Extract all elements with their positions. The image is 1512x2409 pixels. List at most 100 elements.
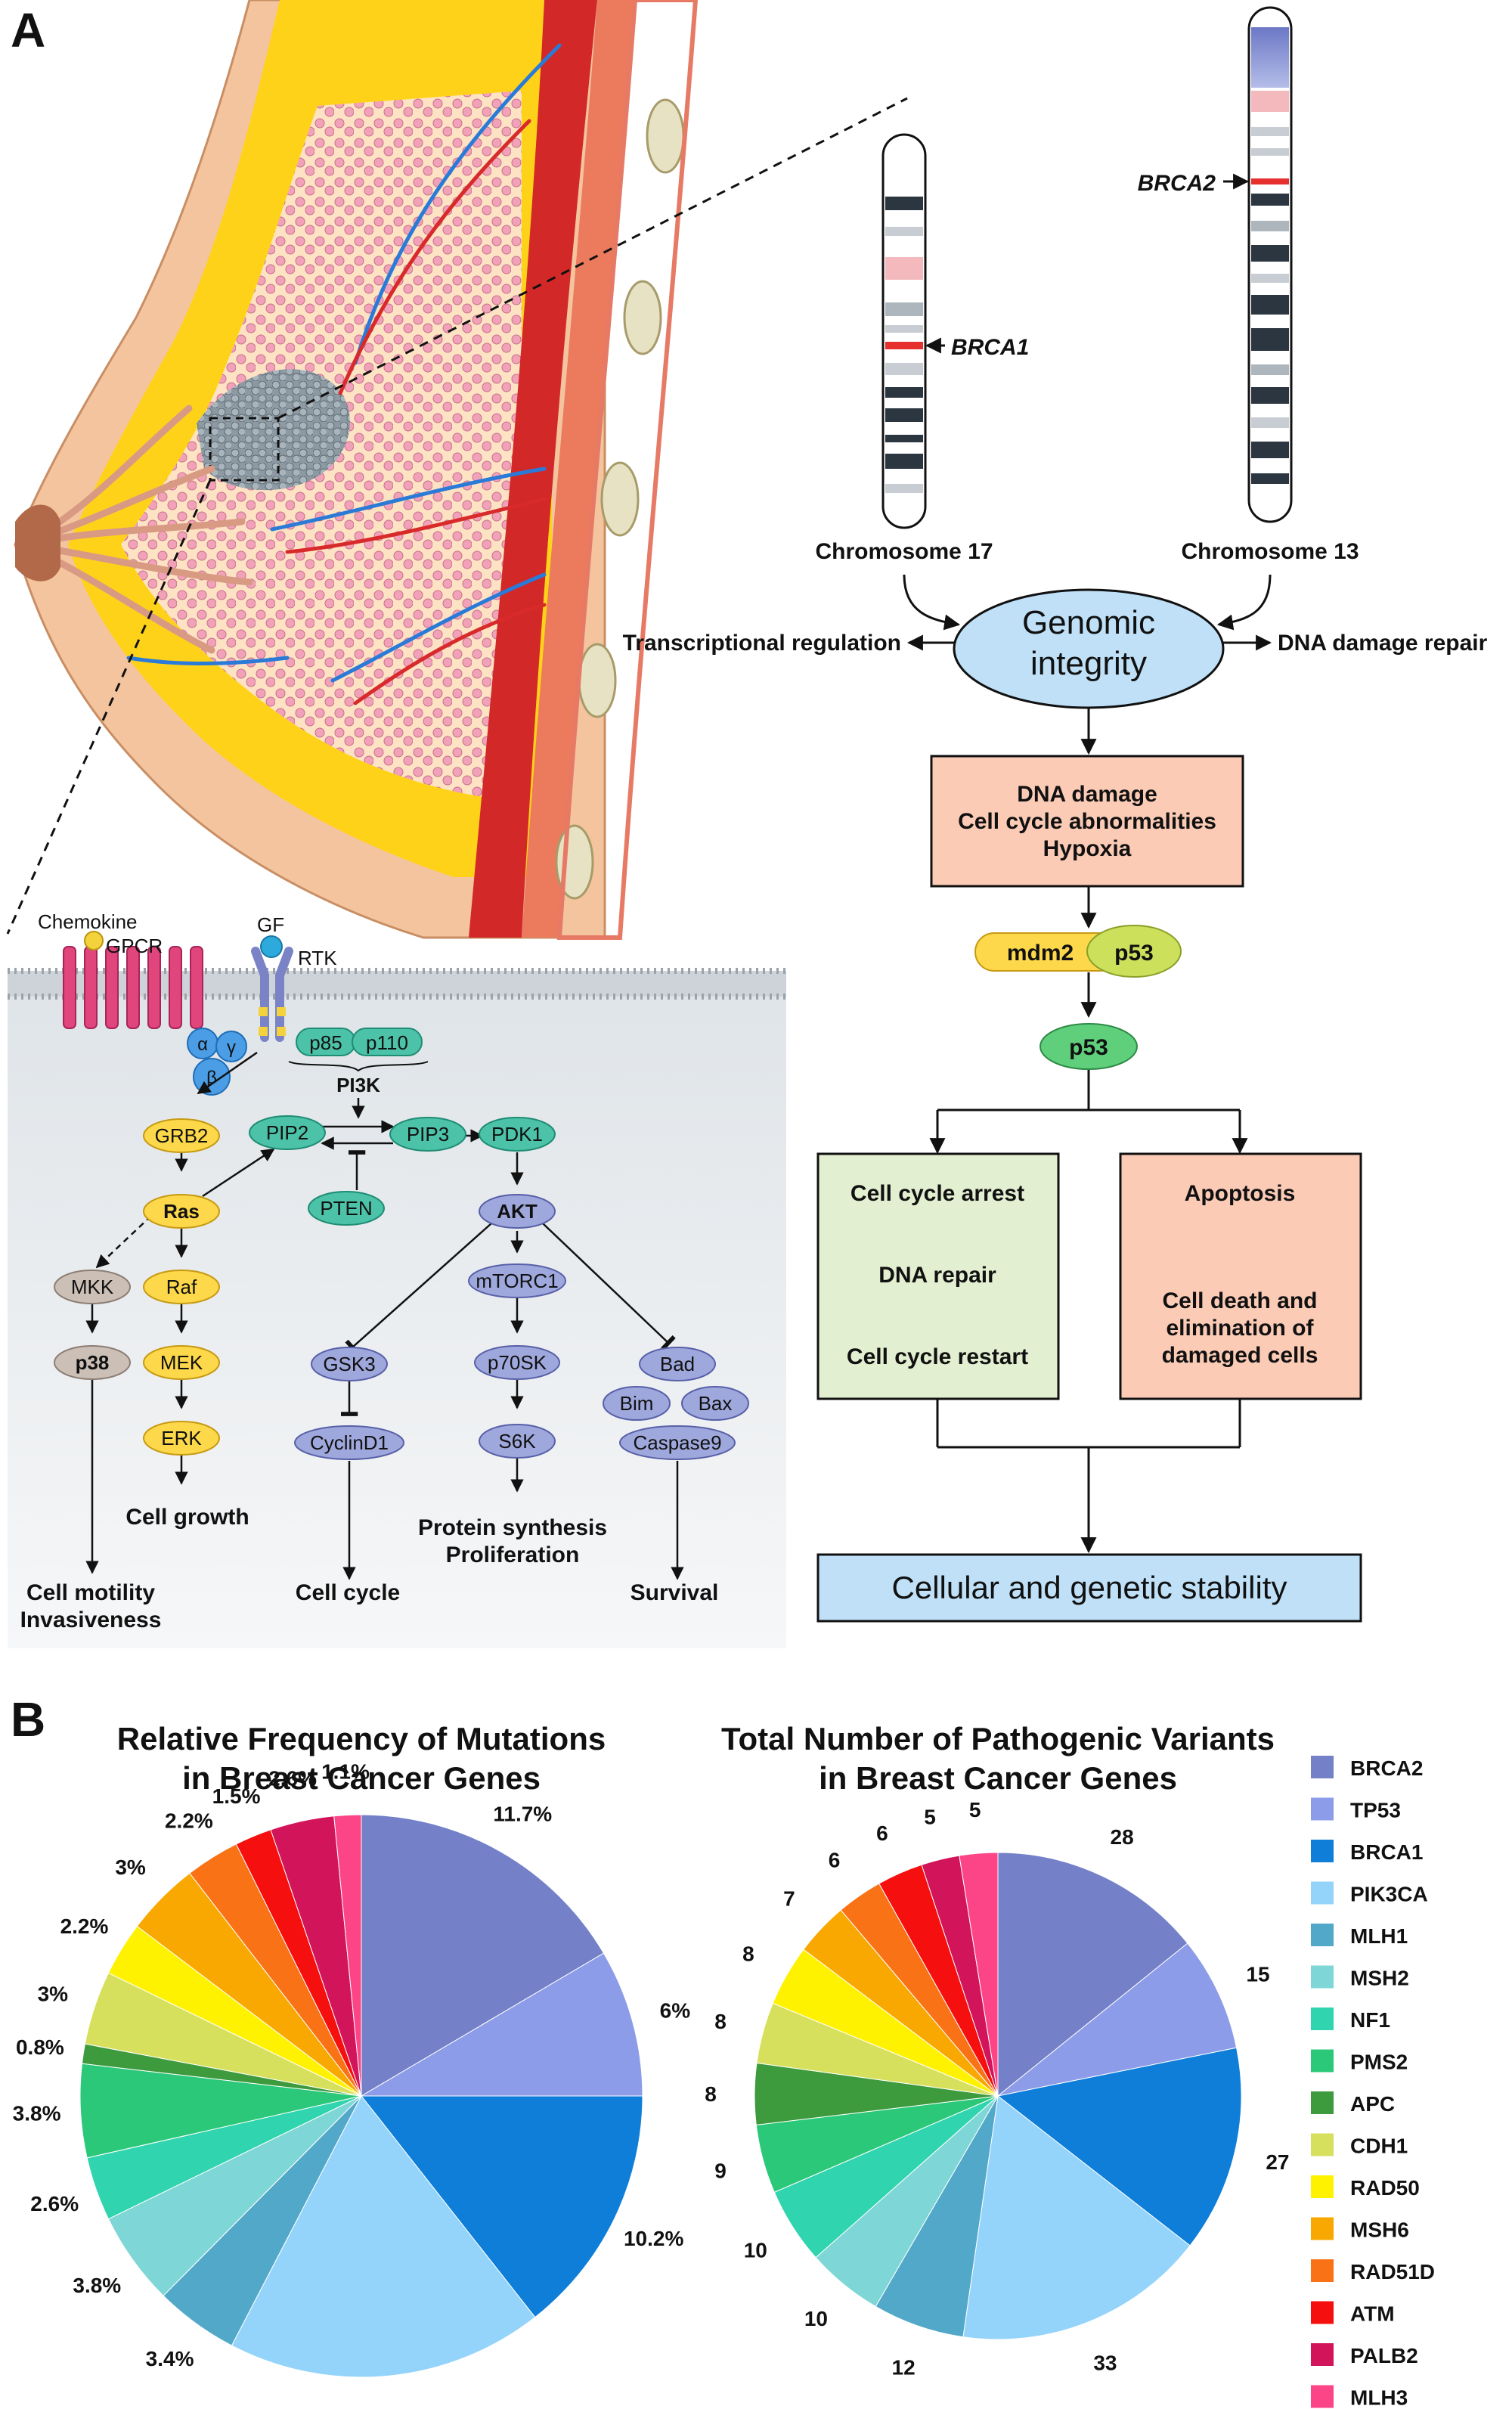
svg-text:p38: p38 bbox=[76, 1351, 110, 1374]
svg-text:p70SK: p70SK bbox=[488, 1351, 547, 1374]
pie-label-tp53: 15 bbox=[1246, 1962, 1269, 1986]
svg-text:α: α bbox=[197, 1034, 208, 1055]
pie1-title-line1: Relative Frequency of Mutations bbox=[117, 1721, 606, 1756]
node-mtorc1: mTORC1 bbox=[468, 1263, 566, 1298]
chemokine-label: Chemokine bbox=[38, 910, 138, 933]
pie-label-brca2: 11.7% bbox=[493, 1803, 552, 1826]
pie-slice-pik3ca bbox=[962, 2095, 1191, 2340]
pie-slice-mlh3 bbox=[959, 1852, 999, 2097]
pie-label-brca1: 27 bbox=[1266, 2150, 1289, 2174]
legend-swatch-rad50 bbox=[1311, 2175, 1334, 2198]
pie-label-mlh1: 3.4% bbox=[146, 2347, 194, 2370]
node-bim: Bim bbox=[603, 1386, 671, 1421]
pie-slice-tp53 bbox=[360, 1952, 643, 2097]
legend-label-cdh1: CDH1 bbox=[1350, 2135, 1408, 2158]
outcome-cell-motility: Cell motility bbox=[26, 1580, 155, 1605]
legend-swatch-apc bbox=[1311, 2091, 1334, 2114]
cellular-stress-box bbox=[930, 755, 1244, 888]
svg-text:MKK: MKK bbox=[71, 1276, 114, 1298]
chromosome-17 bbox=[881, 133, 927, 529]
svg-text:Bad: Bad bbox=[660, 1353, 695, 1375]
tumor bbox=[197, 369, 350, 491]
chemokine-ligand bbox=[84, 931, 104, 950]
legend-swatch-brca1 bbox=[1311, 1840, 1334, 1862]
legend-label-brca2: BRCA2 bbox=[1350, 1756, 1423, 1780]
pie-label-msh6: 7 bbox=[783, 1887, 795, 1911]
brca2-label: BRCA2 bbox=[1138, 171, 1216, 196]
pie-label-msh2: 3.8% bbox=[73, 2274, 121, 2297]
legend-label-nf1: NF1 bbox=[1350, 2008, 1390, 2032]
g-protein: α γ β bbox=[187, 1028, 247, 1096]
stability-label: Cellular and genetic stability bbox=[892, 1570, 1287, 1605]
node-pdk1: PDK1 bbox=[479, 1117, 556, 1152]
legend-swatch-brca2 bbox=[1311, 1756, 1334, 1778]
stress-line2: Cell cycle abnormalities bbox=[958, 809, 1216, 834]
pie-label-cdh1: 8 bbox=[714, 2010, 727, 2033]
chr13-label: Chromosome 13 bbox=[1181, 539, 1359, 564]
breast-illustration bbox=[14, 0, 699, 940]
genomic-integrity-line1: Genomic bbox=[1022, 604, 1155, 641]
pie-label-rad51d: 2.2% bbox=[165, 1809, 213, 1832]
pie-slice-brca1 bbox=[360, 2095, 643, 2318]
legend-label-pms2: PMS2 bbox=[1350, 2051, 1408, 2074]
legend-swatch-msh6 bbox=[1311, 2217, 1334, 2240]
p53-node: p53 bbox=[1040, 1023, 1138, 1070]
svg-text:PIP3: PIP3 bbox=[407, 1123, 449, 1146]
pie2-title-line1: Total Number of Pathogenic Variants bbox=[721, 1721, 1275, 1756]
pie-slice-mlh1 bbox=[875, 2095, 999, 2338]
pie-label-pik3ca: 12.9% bbox=[361, 2408, 421, 2409]
svg-text:PTEN: PTEN bbox=[320, 1197, 372, 1220]
rtk-label: RTK bbox=[298, 947, 337, 969]
pie-label-msh6: 3% bbox=[115, 1856, 146, 1879]
pie-label-atm: 6 bbox=[876, 1821, 888, 1845]
legend-swatch-mlh1 bbox=[1311, 1924, 1334, 1946]
svg-text:PI3K: PI3K bbox=[336, 1074, 380, 1096]
cell-membrane bbox=[8, 968, 786, 1000]
brca1-label: BRCA1 bbox=[951, 335, 1029, 360]
pie1-title-line2: in Breast Cancer Genes bbox=[182, 1760, 541, 1796]
legend-swatch-nf1 bbox=[1311, 2008, 1334, 2030]
node-bax: Bax bbox=[681, 1386, 749, 1421]
brca1-band bbox=[885, 342, 923, 349]
outcome-protein-synthesis: Protein synthesis bbox=[418, 1515, 607, 1540]
outcome-proliferation: Proliferation bbox=[446, 1542, 580, 1567]
pie-slice-mlh3 bbox=[333, 1814, 362, 2097]
legend-swatch-pms2 bbox=[1311, 2049, 1334, 2073]
pie-slice-pik3ca bbox=[231, 2095, 536, 2378]
pie-label-apc: 8 bbox=[705, 2082, 717, 2106]
svg-text:mdm2: mdm2 bbox=[1007, 941, 1074, 966]
legend-swatch-rad51d bbox=[1311, 2259, 1334, 2282]
svg-text:PDK1: PDK1 bbox=[491, 1123, 543, 1146]
pie-label-rad50: 8 bbox=[742, 1942, 754, 1966]
nipple bbox=[15, 504, 60, 581]
svg-text:GSK3: GSK3 bbox=[323, 1353, 375, 1375]
svg-text:PIP2: PIP2 bbox=[266, 1121, 308, 1144]
node-cyclind1: CyclinD1 bbox=[294, 1425, 404, 1460]
node-caspase9: Caspase9 bbox=[619, 1425, 736, 1460]
transcriptional-regulation-label: Transcriptional regulation bbox=[623, 631, 901, 656]
pie-label-palb2: 2.6% bbox=[268, 1767, 317, 1790]
node-erk: ERK bbox=[143, 1421, 220, 1456]
blood-vessels bbox=[126, 43, 562, 705]
stress-line1: DNA damage bbox=[1017, 782, 1157, 807]
node-mek: MEK bbox=[143, 1345, 220, 1380]
pie-label-nf1: 2.6% bbox=[30, 2192, 79, 2215]
apoptosis-line1: Cell death and bbox=[1162, 1288, 1317, 1313]
genomic-integrity-node bbox=[953, 588, 1225, 709]
legend-label-brca1: BRCA1 bbox=[1350, 1840, 1423, 1864]
svg-text:S6K: S6K bbox=[498, 1430, 536, 1453]
mdm2-p53-complex: mdm2 p53 bbox=[974, 925, 1182, 978]
apoptosis-line2: elimination of bbox=[1167, 1316, 1315, 1341]
gf-label: GF bbox=[257, 913, 284, 936]
node-pip3: PIP3 bbox=[389, 1117, 466, 1152]
pectoral-muscle bbox=[469, 0, 597, 938]
pie-label-palb2: 5 bbox=[924, 1806, 936, 1829]
pie-label-pms2: 9 bbox=[714, 2159, 727, 2183]
pie-label-msh2: 10 bbox=[804, 2307, 828, 2330]
stress-line3: Hypoxia bbox=[1043, 836, 1132, 861]
pie-label-cdh1: 3% bbox=[38, 1983, 69, 2006]
gene-legend: BRCA2TP53BRCA1PIK3CAMLH1MSH2NF1PMS2APCCD… bbox=[1311, 1756, 1435, 2409]
svg-text:Raf: Raf bbox=[166, 1276, 197, 1298]
zoom-lines bbox=[6, 97, 908, 935]
